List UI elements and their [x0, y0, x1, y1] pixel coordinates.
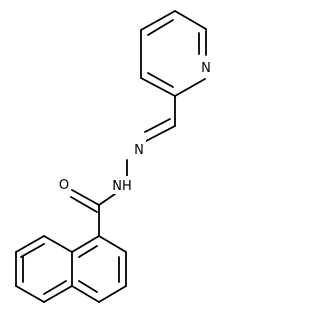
bond — [71, 285, 100, 303]
hydrazone-chain — [70, 95, 176, 237]
pyridine-n-bg — [199, 58, 213, 76]
double-bond-inner — [147, 72, 174, 88]
bond — [15, 235, 45, 253]
structure-diagram: N N NH O — [15, 10, 213, 303]
imine-n-bg — [132, 140, 146, 158]
amide-nh-bg — [111, 176, 133, 194]
imine-nitrogen-label: N — [134, 143, 144, 158]
bond — [98, 285, 127, 303]
bond — [43, 235, 73, 253]
double-bond-inner — [20, 243, 45, 258]
naphthalene-ring — [15, 235, 127, 303]
bond — [140, 77, 176, 97]
bond — [145, 125, 176, 142]
bond — [140, 10, 176, 31]
double-bond-inner — [43, 280, 67, 295]
bond — [98, 193, 116, 206]
bond — [71, 235, 100, 253]
bond — [43, 285, 73, 303]
carbonyl-o-bg — [57, 175, 71, 193]
pyridine-ring — [140, 10, 207, 97]
atom-labels: N N NH O — [57, 58, 213, 194]
double-bond-inner — [147, 19, 174, 36]
double-bond-inner — [78, 280, 98, 293]
bond — [174, 78, 206, 97]
double-bond-inner — [78, 245, 98, 258]
bond — [71, 189, 100, 206]
bond — [174, 10, 207, 30]
bond — [15, 285, 45, 303]
double-bond-inner — [144, 118, 171, 133]
pyridine-nitrogen-label: N — [201, 61, 211, 76]
double-bond-inner — [70, 196, 98, 213]
carbonyl-oxygen-label: O — [59, 178, 69, 193]
amide-nh-label: NH — [112, 179, 132, 194]
bond — [98, 235, 127, 253]
